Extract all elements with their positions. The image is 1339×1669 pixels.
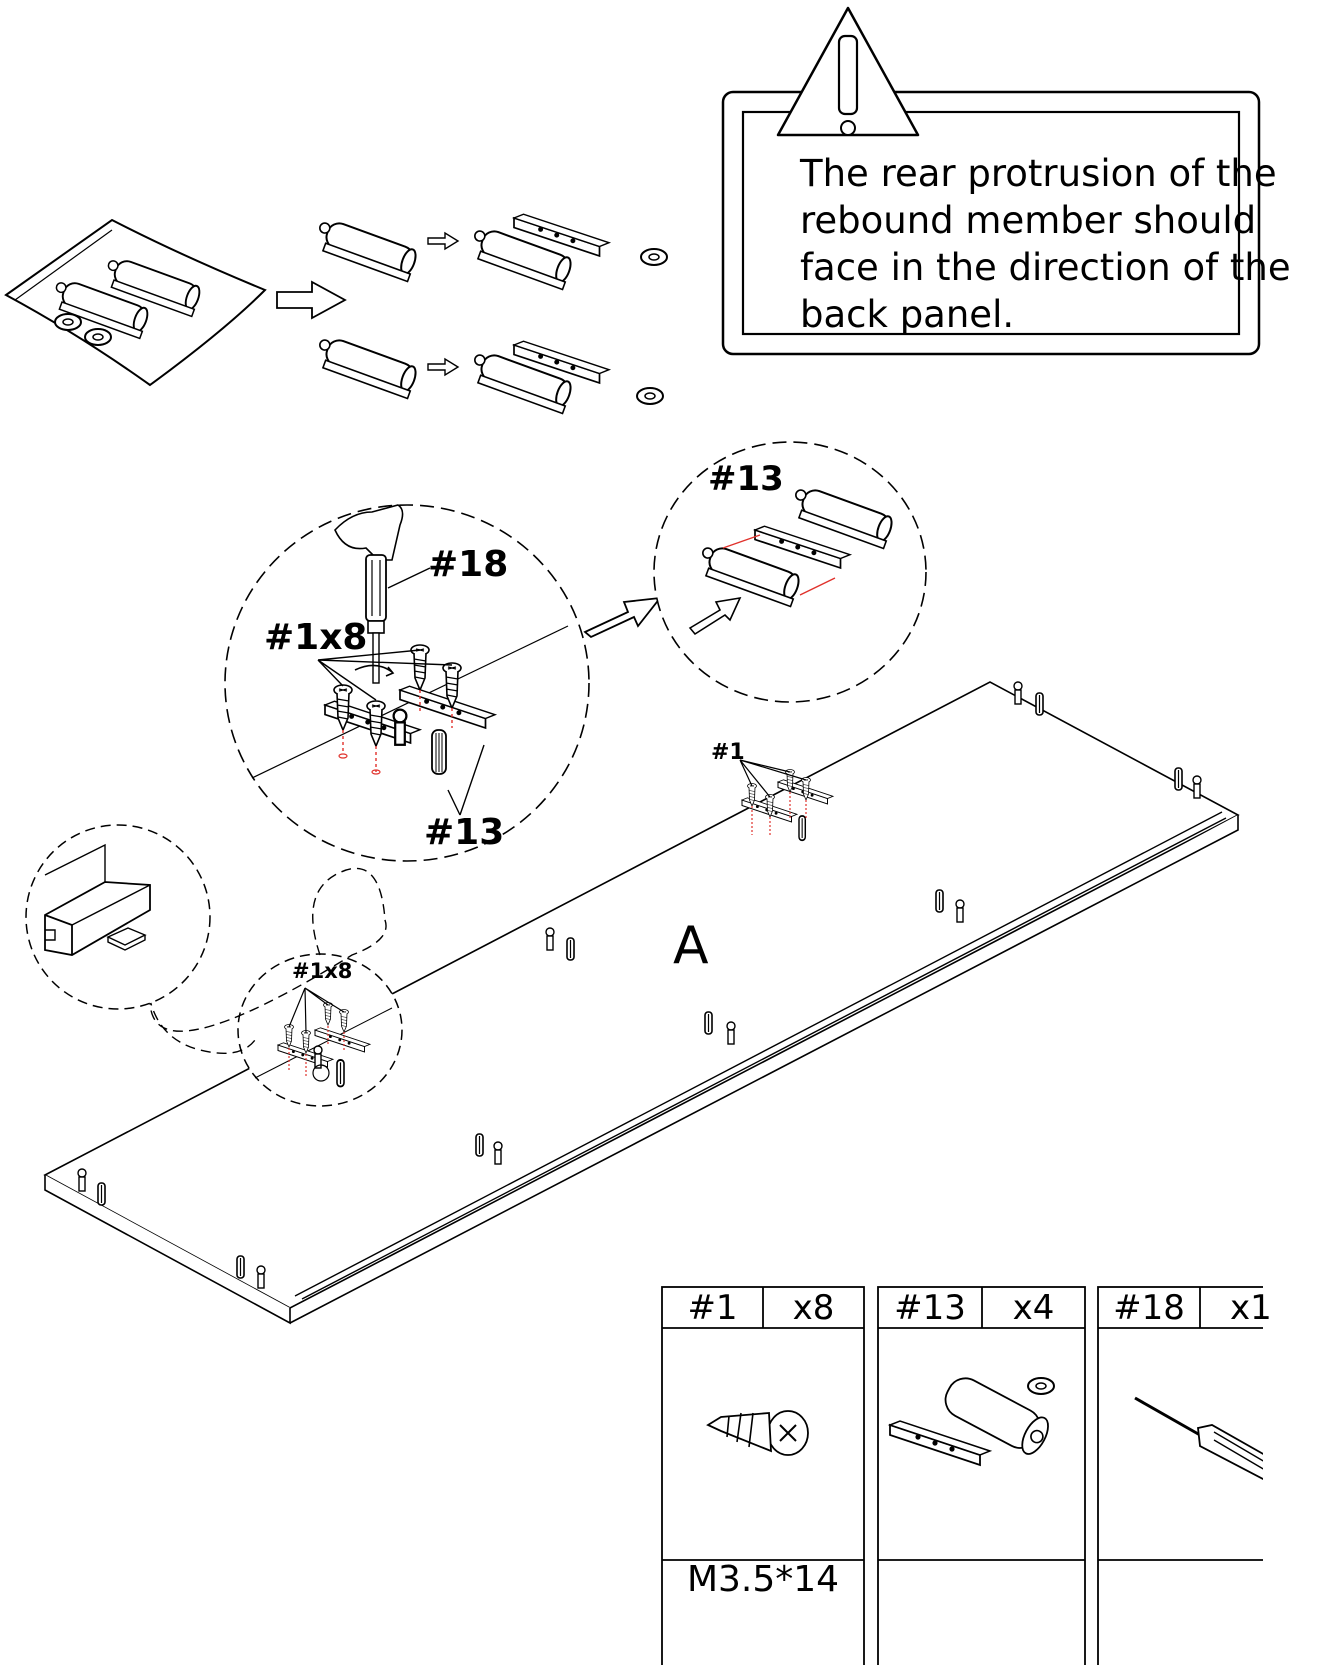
panel-a xyxy=(43,681,1240,1325)
part-spec-1: M3.5*14 xyxy=(686,1559,840,1600)
detail-circle-screwing xyxy=(224,504,590,862)
warning-box xyxy=(721,6,1261,356)
part-qty-13: x4 xyxy=(1012,1288,1055,1328)
callout-screws-1x8-small: #1x8 xyxy=(292,959,353,983)
detail-circle-latch xyxy=(653,441,927,703)
detail-circle-edge xyxy=(25,824,211,1010)
part-card-13 xyxy=(877,1286,1086,1669)
callout-screws-1x8: #1x8 xyxy=(264,617,368,658)
arrow-right-icon xyxy=(276,280,347,320)
latch-separation-row-1 xyxy=(311,213,668,291)
callout-tool-18: #18 xyxy=(428,544,509,585)
panel-label-a: A xyxy=(673,916,709,976)
part-id-1: #1 xyxy=(687,1288,738,1328)
latch-separation-row-2 xyxy=(311,332,664,415)
screwdriver-icon xyxy=(354,554,395,684)
callout-part-13-detail: #13 xyxy=(708,459,784,499)
warning-triangle-icon xyxy=(776,6,920,137)
countersunk-screw-icon xyxy=(706,1410,809,1456)
push-latch-icon xyxy=(889,1377,1055,1466)
hand-icon xyxy=(334,504,404,561)
part-qty-1: x8 xyxy=(792,1288,835,1328)
small-arrow-icon xyxy=(427,357,460,377)
detail-connector-line xyxy=(149,867,387,1054)
part-qty-18: x1 xyxy=(1230,1291,1272,1325)
parts-table xyxy=(661,1280,1339,1669)
part-card-1 xyxy=(661,1286,865,1669)
arrow-to-detail-icon xyxy=(583,596,663,639)
part-id-13: #13 xyxy=(894,1288,966,1328)
small-arrow-icon xyxy=(427,231,460,251)
hardware-package-illustration xyxy=(4,218,267,387)
callout-part-13: #13 xyxy=(424,812,505,853)
part-id-18: #18 xyxy=(1113,1288,1185,1328)
rotate-arrow-icon xyxy=(354,664,395,677)
warning-text: The rear protrusion of the rebound membe… xyxy=(800,152,1291,336)
callout-screw-1-panel: #1 xyxy=(711,740,745,765)
push-arrow-icon xyxy=(688,596,742,636)
